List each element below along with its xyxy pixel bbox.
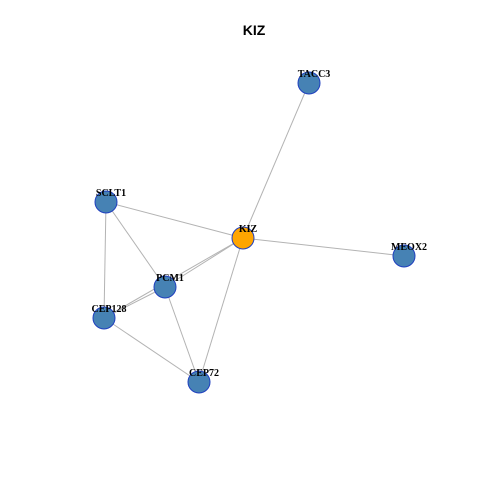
node-label-cep72: CEP72: [189, 368, 219, 379]
node-label-cep128: CEP128: [92, 304, 127, 315]
node-kiz: [231, 226, 255, 250]
node-pcm1: [153, 275, 177, 299]
node-tacc3: [297, 71, 321, 95]
edge-pcm1-cep72: [164, 286, 200, 383]
diagram-title: KIZ: [243, 22, 266, 38]
node-label-meox2: MEOX2: [391, 242, 427, 253]
node-label-pcm1: PCM1: [156, 273, 184, 284]
edge-kiz-sclt1: [105, 201, 244, 239]
node-sclt1: [94, 190, 118, 214]
edge-kiz-meox2: [242, 237, 405, 257]
node-label-tacc3: TACC3: [298, 69, 331, 80]
edge-sclt1-cep128: [103, 201, 107, 319]
edge-kiz-pcm1: [164, 237, 244, 288]
edge-sclt1-pcm1: [105, 201, 166, 288]
edge-kiz-tacc3: [242, 82, 310, 239]
node-label-sclt1: SCLT1: [96, 188, 126, 199]
node-meox2: [392, 244, 416, 268]
node-layer: [92, 71, 416, 394]
edge-layer: [103, 82, 405, 383]
node-cep72: [187, 370, 211, 394]
node-label-kiz: KIZ: [239, 224, 258, 235]
edge-kiz-cep128: [103, 237, 244, 319]
node-cep128: [92, 306, 116, 330]
edge-kiz-cep72: [198, 237, 244, 383]
edge-cep128-cep72: [103, 317, 200, 383]
